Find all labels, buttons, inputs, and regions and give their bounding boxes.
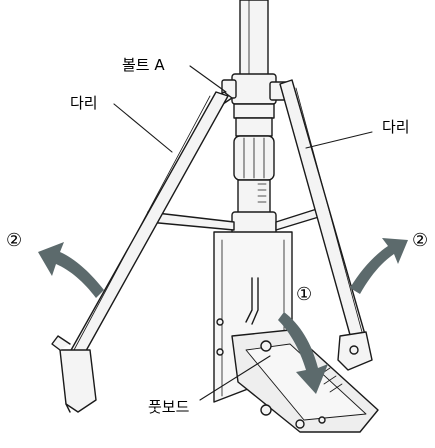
left-leg <box>51 91 229 413</box>
label-leg-right: 다리 <box>382 118 410 136</box>
arrow-right-outward <box>350 238 408 294</box>
label-leg-left: 다리 <box>70 94 98 112</box>
step-2-left: ② <box>6 230 23 251</box>
upper-clamp <box>213 73 291 137</box>
step-1: ① <box>296 284 313 305</box>
top-rod <box>239 0 269 79</box>
arrow-press-down <box>278 312 328 394</box>
label-footboard: 풋보드 <box>148 398 190 416</box>
step-2-right: ② <box>412 230 429 251</box>
pull-rod <box>245 277 259 325</box>
tension-housing <box>233 135 275 215</box>
right-leg <box>279 79 373 371</box>
arrow-left-outward <box>38 242 104 298</box>
leader-lines <box>113 65 373 401</box>
label-bolt-a: 볼트 A <box>122 56 165 74</box>
